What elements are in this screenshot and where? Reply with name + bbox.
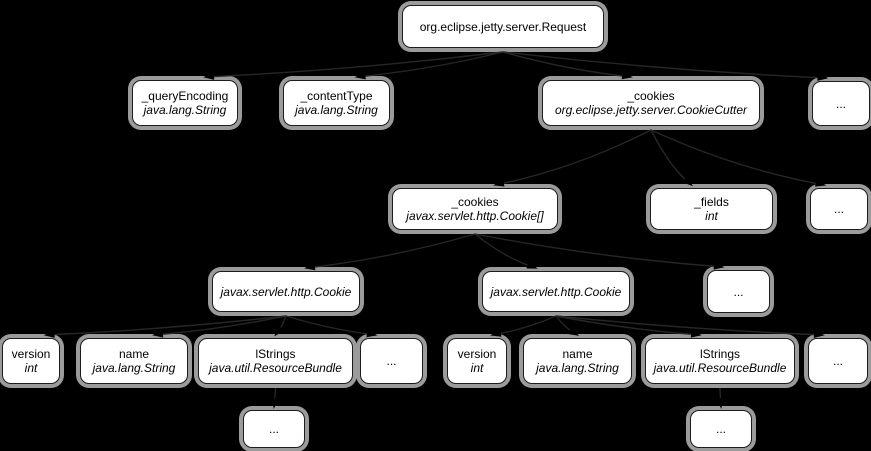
node-type-label: java.lang.String <box>143 103 227 117</box>
node-field-label: javax.servlet.http.Cookie <box>490 284 622 299</box>
arrowhead-icon <box>682 176 694 187</box>
node-field-label: ... <box>733 284 744 299</box>
node-field-label: org.eclipse.jetty.server.Request <box>419 19 587 34</box>
edge-cookie-right-to-lstrings-right <box>555 315 701 336</box>
node-field-label: ... <box>833 202 844 216</box>
edge-cookies-array-to-cookie-left <box>305 233 476 269</box>
arrowhead-icon <box>817 74 829 81</box>
edge-cookie-left-to-ellipsis-row5-left <box>285 315 376 336</box>
edge-request-to-cookie-cutter <box>502 51 632 78</box>
node-type-label: org.eclipse.jetty.server.CookieCutter <box>554 103 748 117</box>
node-request: org.eclipse.jetty.server.Request <box>402 5 604 48</box>
edge-cookie-cutter-to-fields <box>650 129 692 186</box>
arrowhead-icon <box>43 331 55 338</box>
node-ellipsis-row2: ... <box>812 81 870 126</box>
edge-cookie-right-to-version-right <box>491 315 557 336</box>
node-field-label: _contentType <box>300 89 373 103</box>
node-field-label: name <box>562 347 593 361</box>
arrowhead-icon <box>493 180 505 187</box>
edge-request-to-query-encoding <box>204 51 504 78</box>
arrowhead-icon <box>152 330 164 338</box>
node-ellipsis-bottom-left: ... <box>243 410 305 448</box>
arrowhead-icon <box>203 73 215 80</box>
node-field-label: javax.servlet.http.Cookie <box>220 284 352 299</box>
arrowhead-icon <box>366 330 378 338</box>
edge-cookies-array-to-cookie-right <box>474 233 537 269</box>
arrowhead-icon <box>716 397 724 409</box>
arrowhead-icon <box>567 328 580 336</box>
arrowhead-icon <box>713 263 725 270</box>
edge-request-to-content-type <box>356 51 504 78</box>
node-field-label: _fields <box>694 195 729 209</box>
node-type-label: int <box>470 361 484 375</box>
node-field-label: ... <box>835 96 846 111</box>
arrowhead-icon <box>690 331 702 338</box>
edge-cookie-cutter-to-ellipsis-row3 <box>650 129 825 186</box>
arrowhead-icon <box>271 397 279 409</box>
node-field-label: _cookies <box>451 195 499 209</box>
node-field-label: version <box>457 347 497 361</box>
node-ellipsis-bottom-right: ... <box>690 410 752 448</box>
edge-request-to-ellipsis-row2 <box>502 51 827 79</box>
node-field-label: _queryEncoding <box>141 89 229 103</box>
edge-cookie-cutter-to-cookies-array <box>494 129 652 186</box>
node-type-label: java.lang.String <box>536 361 619 375</box>
node-ellipsis-row3: ... <box>810 188 868 230</box>
edge-cookie-left-to-version-left <box>45 315 287 336</box>
edge-cookie-left-to-name-left <box>153 315 287 336</box>
arrowhead-icon <box>274 326 285 337</box>
arrowhead-icon <box>490 330 502 337</box>
arrowhead-icon <box>304 263 316 271</box>
node-type-label: java.util.ResourceBundle <box>209 361 342 375</box>
edge-cookies-array-to-ellipsis-row4 <box>474 233 723 268</box>
arrowhead-icon <box>526 262 538 269</box>
edge-cookie-right-to-name-right <box>555 315 578 336</box>
node-type-label: java.lang.String <box>92 361 176 375</box>
node-type-label: int <box>705 209 718 223</box>
arrowhead-icon <box>813 331 825 338</box>
node-field-label: version <box>11 347 51 361</box>
node-field-label: ... <box>715 422 726 436</box>
edge-cookie-right-to-ellipsis-row5-right <box>555 315 824 336</box>
node-field-label: _cookies <box>627 89 675 103</box>
edge-lstrings-right-to-ellipsis-bottom-right <box>719 387 722 408</box>
edge-lstrings-left-to-ellipsis-bottom-left <box>273 387 277 408</box>
node-ellipsis-row4: ... <box>707 270 770 313</box>
node-field-label: ... <box>386 354 397 368</box>
node-field-label: ... <box>268 422 279 436</box>
node-cookie-left: javax.servlet.http.Cookie <box>212 271 360 312</box>
edge-cookie-left-to-lstrings-left <box>274 315 287 336</box>
node-type-label: java.util.ResourceBundle <box>653 361 787 375</box>
node-field-label: name <box>118 347 150 361</box>
node-type-label: javax.servlet.http.Cookie[] <box>406 209 544 223</box>
node-field-label: lStrings <box>255 347 296 361</box>
arrowhead-icon <box>354 72 366 80</box>
arrowhead-icon <box>815 180 827 187</box>
node-field-label: ... <box>832 354 843 368</box>
node-field-label: lStrings <box>699 347 740 361</box>
node-ellipsis-row5-left: ... <box>360 338 423 384</box>
node-cookie-right: javax.servlet.http.Cookie <box>482 271 630 312</box>
arrowhead-icon <box>621 72 633 80</box>
node-type-label: int <box>24 361 38 375</box>
node-type-label: java.lang.String <box>295 103 378 117</box>
node-ellipsis-row5-right: ... <box>808 338 868 384</box>
